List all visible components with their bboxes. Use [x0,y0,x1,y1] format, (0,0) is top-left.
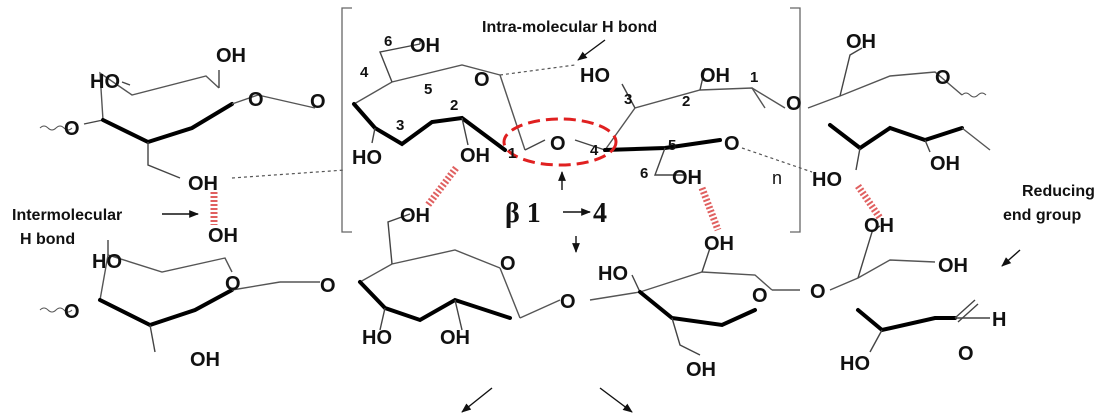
atom-o: O [320,275,336,297]
atom-o: O [225,273,241,295]
carbon-number: 5 [668,137,676,154]
atom-o: O [500,253,516,275]
inter-hbond-red-2 [425,165,459,208]
atom-o: O [64,301,80,323]
carbon-number: 4 [590,142,599,159]
inter-hbond-red-3 [698,186,722,232]
beta-linkage-label: β 1 [505,198,541,229]
carbon-number: 5 [424,81,432,98]
reducing-end-label-1: Reducing [1022,183,1095,200]
atom-o: O [724,133,740,155]
atom-oh: OH [864,215,894,237]
atom-ho: HO [598,263,628,285]
intra-hbond-label: Intra-molecular H bond [482,19,657,36]
top-ring-c [524,67,786,176]
carbon-number: 3 [396,117,404,134]
atom-oh: OH [846,31,876,53]
atom-oh: OH [672,167,702,189]
carbon-number: 4 [360,64,369,81]
inter-hbond-label-2: H bond [20,231,75,248]
atom-oh: OH [440,327,470,349]
atom-o: O [935,67,951,89]
inter-hbond-red-4 [855,184,883,220]
carbon-number: 3 [624,91,632,108]
down-arrow-right [599,387,633,413]
reducing-end-label-2: end group [1003,207,1081,224]
atom-o: O [64,118,80,140]
bottom-ring-e [39,240,320,353]
atom-ho: HO [362,327,392,349]
atom-oh: OH [400,205,430,227]
atom-oh: OH [216,45,246,67]
carbon-number: 1 [508,145,516,162]
glycosidic-bond-highlight [502,117,618,167]
intra-annotation-arrow [577,39,606,61]
atom-o: O [958,343,974,365]
atom-oh: OH [190,349,220,371]
atom-oh: OH [188,173,218,195]
atom-o: O [810,281,826,303]
repeat-bracket-right [790,7,801,233]
atom-oh: OH [686,359,716,381]
top-ring-b [352,38,526,152]
atom-o: O [560,291,576,313]
reducing-annotation-arrow [1001,249,1021,267]
atom-oh: OH [700,65,730,87]
intra-hbond-dotted [499,64,576,76]
atom-o: O [786,93,802,115]
atom-ho: HO [812,169,842,191]
top-ring-d [807,47,991,171]
inter-hbond-label-1: Intermolecular [12,207,122,224]
atom-oh: OH [704,233,734,255]
atom-ho: HO [840,353,870,375]
atom-oh: OH [208,225,238,247]
repeat-bracket-left [341,7,352,233]
bottom-ring-g [589,247,800,356]
atom-oh: OH [930,153,960,175]
atom-o: O [310,91,326,113]
carbon-number: 1 [750,69,758,86]
atom-o: O [474,69,490,91]
carbon-number: 2 [682,93,690,110]
bottom-ring-f [358,213,561,331]
repeat-count-n: n [772,168,782,188]
atom-oh: OH [938,255,968,277]
atom-ho: HO [580,65,610,87]
intra-hbond-dotted-3 [741,147,813,173]
atom-glycosidic-o: O [550,133,566,155]
bottom-ring-h [829,225,990,353]
carbon-number: 6 [640,165,648,182]
atom-h: H [992,309,1006,331]
beta-linkage-target: 4 [593,198,607,229]
down-arrow-left [461,387,493,413]
intra-hbond-dotted-2 [231,169,346,179]
atom-ho: HO [92,251,122,273]
atom-ho: HO [352,147,382,169]
atom-o: O [248,89,264,111]
atom-oh: OH [460,145,490,167]
carbon-number: 6 [384,33,392,50]
top-ring-a [39,70,316,179]
atom-ho: HO [90,71,120,93]
atom-oh: OH [410,35,440,57]
atom-o: O [752,285,768,307]
carbon-number: 2 [450,97,458,114]
